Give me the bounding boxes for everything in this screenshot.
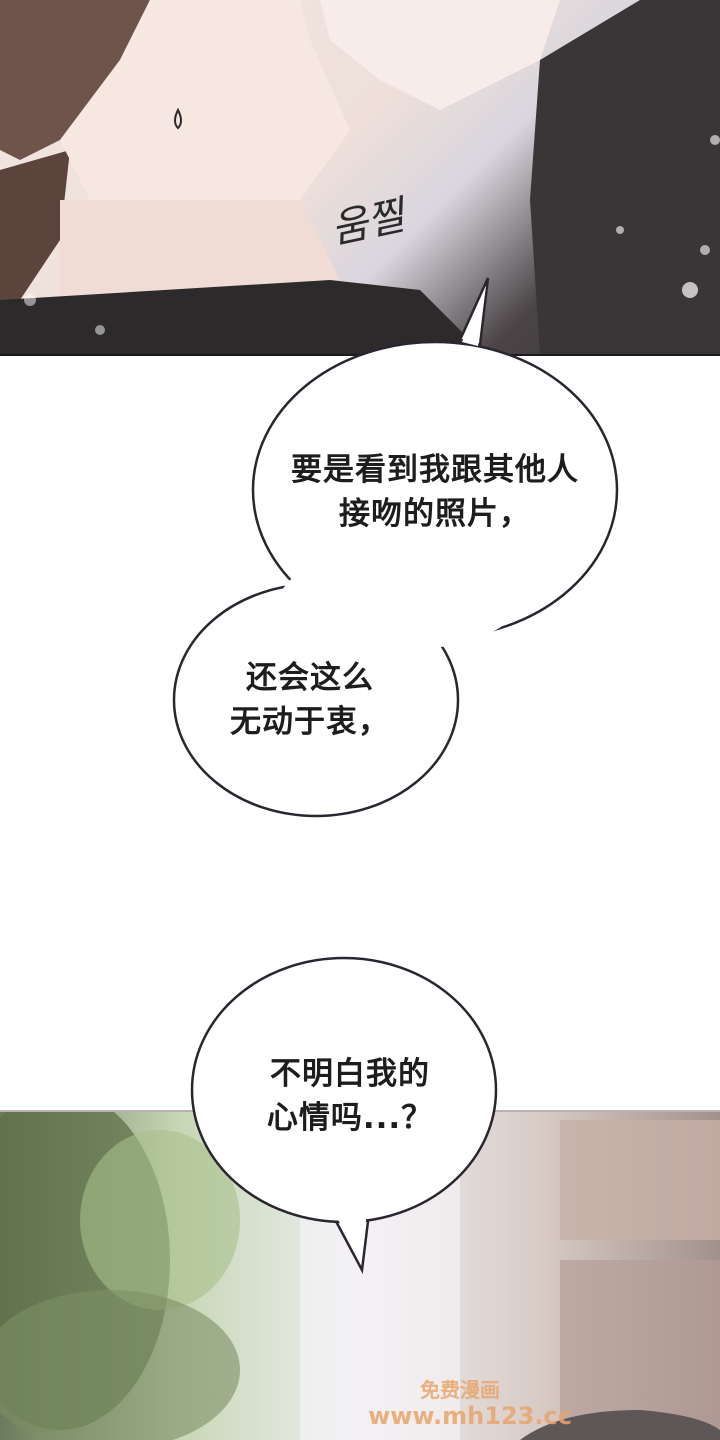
neck-shape (60, 200, 340, 300)
head-shape (520, 1410, 720, 1440)
watermark-line-2: www.mh123.cc (368, 1402, 572, 1430)
bubble-1-line-2: 接吻的照片， (339, 496, 531, 532)
watermark-line-1: 免费漫画 (420, 1378, 500, 1402)
jacket-shape (0, 280, 470, 356)
face-shape (60, 0, 350, 220)
speech-bubble-3 (190, 956, 498, 1275)
panel-top-art: 움찔 (0, 0, 720, 356)
foliage-shape (80, 1130, 240, 1310)
bubble-tail-fill (462, 286, 486, 346)
hair-shape (0, 0, 150, 160)
bubble-1-line-1: 要是看到我跟其他人 (291, 452, 579, 488)
sweat-drop (174, 107, 182, 130)
bubble-2-text: 还会这么 无动于衷， (215, 656, 405, 744)
foliage-shape (0, 1290, 240, 1440)
bubble-2-line-1: 还会这么 (246, 660, 374, 696)
shelf-shape (560, 1120, 720, 1240)
bubble-merge (280, 550, 520, 650)
bubble-2-line-2: 无动于衷， (230, 704, 390, 740)
speech-bubble-2 (172, 550, 520, 818)
sparkle (24, 294, 36, 306)
panel-top-illustration (0, 0, 720, 356)
bubble-1-text: 要是看到我跟其他人 接吻的照片， (270, 448, 600, 536)
bubble-3-line-2: 心情吗...？ (266, 1100, 434, 1136)
bubble-3-text: 不明白我的 心情吗...？ (250, 1052, 450, 1140)
second-face-shape (320, 0, 560, 110)
bubble-tail-fill (332, 1206, 368, 1262)
bubble-3-line-1: 不明白我的 (270, 1056, 430, 1092)
hair-lower-shape (0, 150, 70, 300)
sparkle (682, 282, 698, 298)
sparkle (95, 325, 105, 335)
sparkle (616, 226, 624, 234)
sparkle (700, 245, 710, 255)
sparkle (710, 135, 720, 145)
coat-shape (530, 0, 720, 356)
